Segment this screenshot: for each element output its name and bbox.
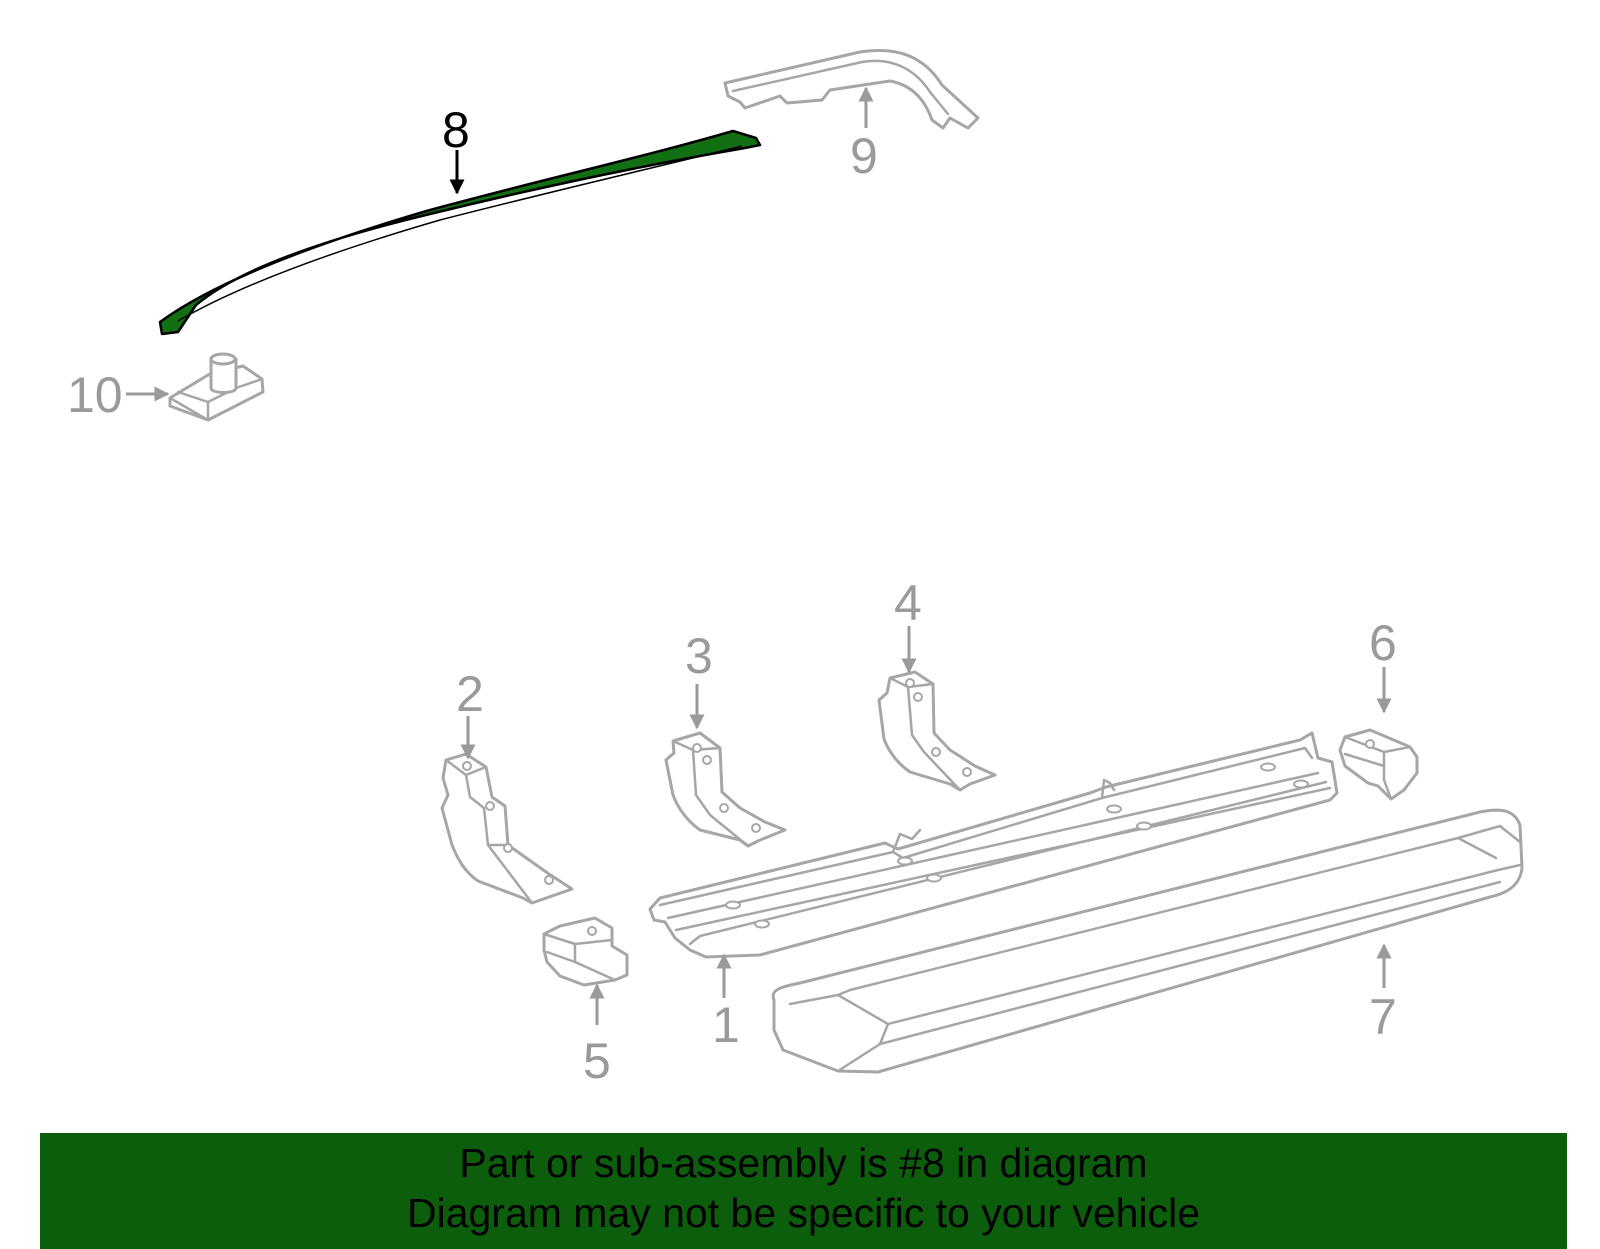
part-2-bracket[interactable] bbox=[440, 752, 574, 905]
callout-label-1: 1 bbox=[712, 997, 740, 1053]
callout-1[interactable]: 1 bbox=[712, 953, 740, 1053]
callout-8[interactable]: 8 bbox=[442, 102, 470, 195]
info-banner: Part or sub-assembly is #8 in diagram Di… bbox=[40, 1133, 1567, 1249]
callout-7[interactable]: 7 bbox=[1369, 943, 1397, 1045]
banner-line-part: Part or sub-assembly is #8 in diagram bbox=[459, 1140, 1148, 1186]
callout-label-4: 4 bbox=[894, 575, 922, 631]
callout-5[interactable]: 5 bbox=[583, 983, 611, 1089]
part-3-bracket[interactable] bbox=[664, 731, 787, 848]
part-1-step-frame[interactable] bbox=[648, 731, 1339, 959]
callout-4[interactable]: 4 bbox=[894, 575, 922, 674]
part-9-end-cover[interactable] bbox=[723, 48, 980, 130]
callout-label-2: 2 bbox=[456, 666, 484, 722]
callout-label-9: 9 bbox=[850, 128, 878, 184]
part-5-block[interactable] bbox=[542, 916, 629, 987]
callout-6[interactable]: 6 bbox=[1369, 615, 1397, 714]
part-8-roof-rail[interactable] bbox=[158, 129, 762, 336]
callout-label-10: 10 bbox=[67, 367, 123, 423]
callout-2[interactable]: 2 bbox=[456, 666, 484, 760]
callout-3[interactable]: 3 bbox=[685, 628, 713, 730]
callout-label-5: 5 bbox=[583, 1033, 611, 1089]
part-6-bracket[interactable] bbox=[1338, 728, 1419, 801]
callout-label-7: 7 bbox=[1369, 989, 1397, 1045]
callout-10[interactable]: 10 bbox=[67, 367, 170, 423]
part-4-bracket[interactable] bbox=[877, 670, 997, 792]
callout-label-3: 3 bbox=[685, 628, 713, 684]
callout-label-8: 8 bbox=[442, 102, 470, 158]
banner-line-disclaimer: Diagram may not be specific to your vehi… bbox=[406, 1190, 1200, 1236]
part-7-running-board[interactable] bbox=[771, 808, 1524, 1074]
part-10-clip[interactable] bbox=[168, 352, 265, 422]
callout-label-6: 6 bbox=[1369, 615, 1397, 671]
callout-9[interactable]: 9 bbox=[850, 86, 878, 184]
